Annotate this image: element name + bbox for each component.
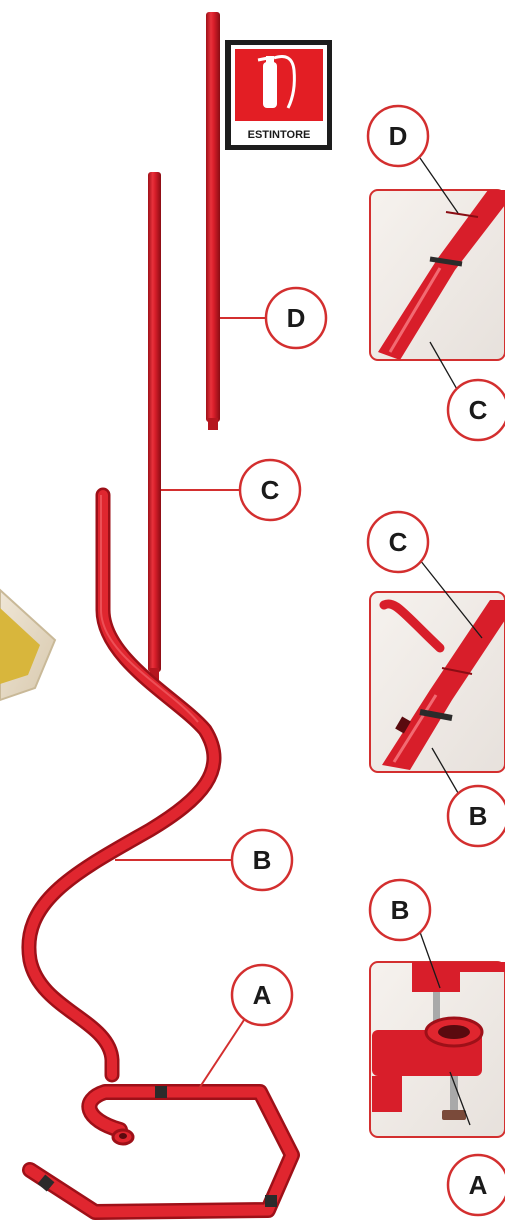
callout-detail3-top-text: B xyxy=(391,895,410,925)
callout-main-d: D xyxy=(264,286,328,350)
callout-detail3-bottom-text: A xyxy=(469,1170,488,1200)
fire-extinguisher-icon xyxy=(257,55,296,109)
extinguisher-sign: ESTINTORE xyxy=(225,40,332,150)
callout-detail1-bottom: C xyxy=(446,378,505,442)
callout-main-a-text: A xyxy=(253,980,272,1010)
callout-detail1-top: D xyxy=(366,104,430,168)
callout-detail2-bottom-text: B xyxy=(469,801,488,831)
callout-main-b: B xyxy=(230,828,294,892)
detail-panel-b-a: B A xyxy=(368,878,505,1217)
callout-detail3-bottom: A xyxy=(446,1153,505,1217)
callout-main-b-text: B xyxy=(253,845,272,875)
pole-b xyxy=(21,487,222,1083)
callout-main-c-text: C xyxy=(261,475,280,505)
sign-label: ESTINTORE xyxy=(248,129,311,141)
callout-detail2-top: C xyxy=(366,510,430,574)
pole-c xyxy=(148,172,161,680)
callout-detail3-top: B xyxy=(368,878,432,942)
main-callout-lines xyxy=(115,317,266,1091)
pole-d xyxy=(206,12,220,430)
tray-fragment xyxy=(0,588,57,702)
callout-detail1-top-text: D xyxy=(389,121,408,151)
detail-panel-c-b: C B xyxy=(366,510,505,848)
callout-detail2-bottom: B xyxy=(446,784,505,848)
callout-main-a: A xyxy=(230,963,294,1027)
callout-detail1-bottom-text: C xyxy=(469,395,488,425)
detail-panel-d-c: D C xyxy=(366,104,505,442)
base-a xyxy=(22,1084,300,1220)
callout-main-c: C xyxy=(238,458,302,522)
callout-main-d-text: D xyxy=(287,303,306,333)
callout-detail2-top-text: C xyxy=(389,527,408,557)
